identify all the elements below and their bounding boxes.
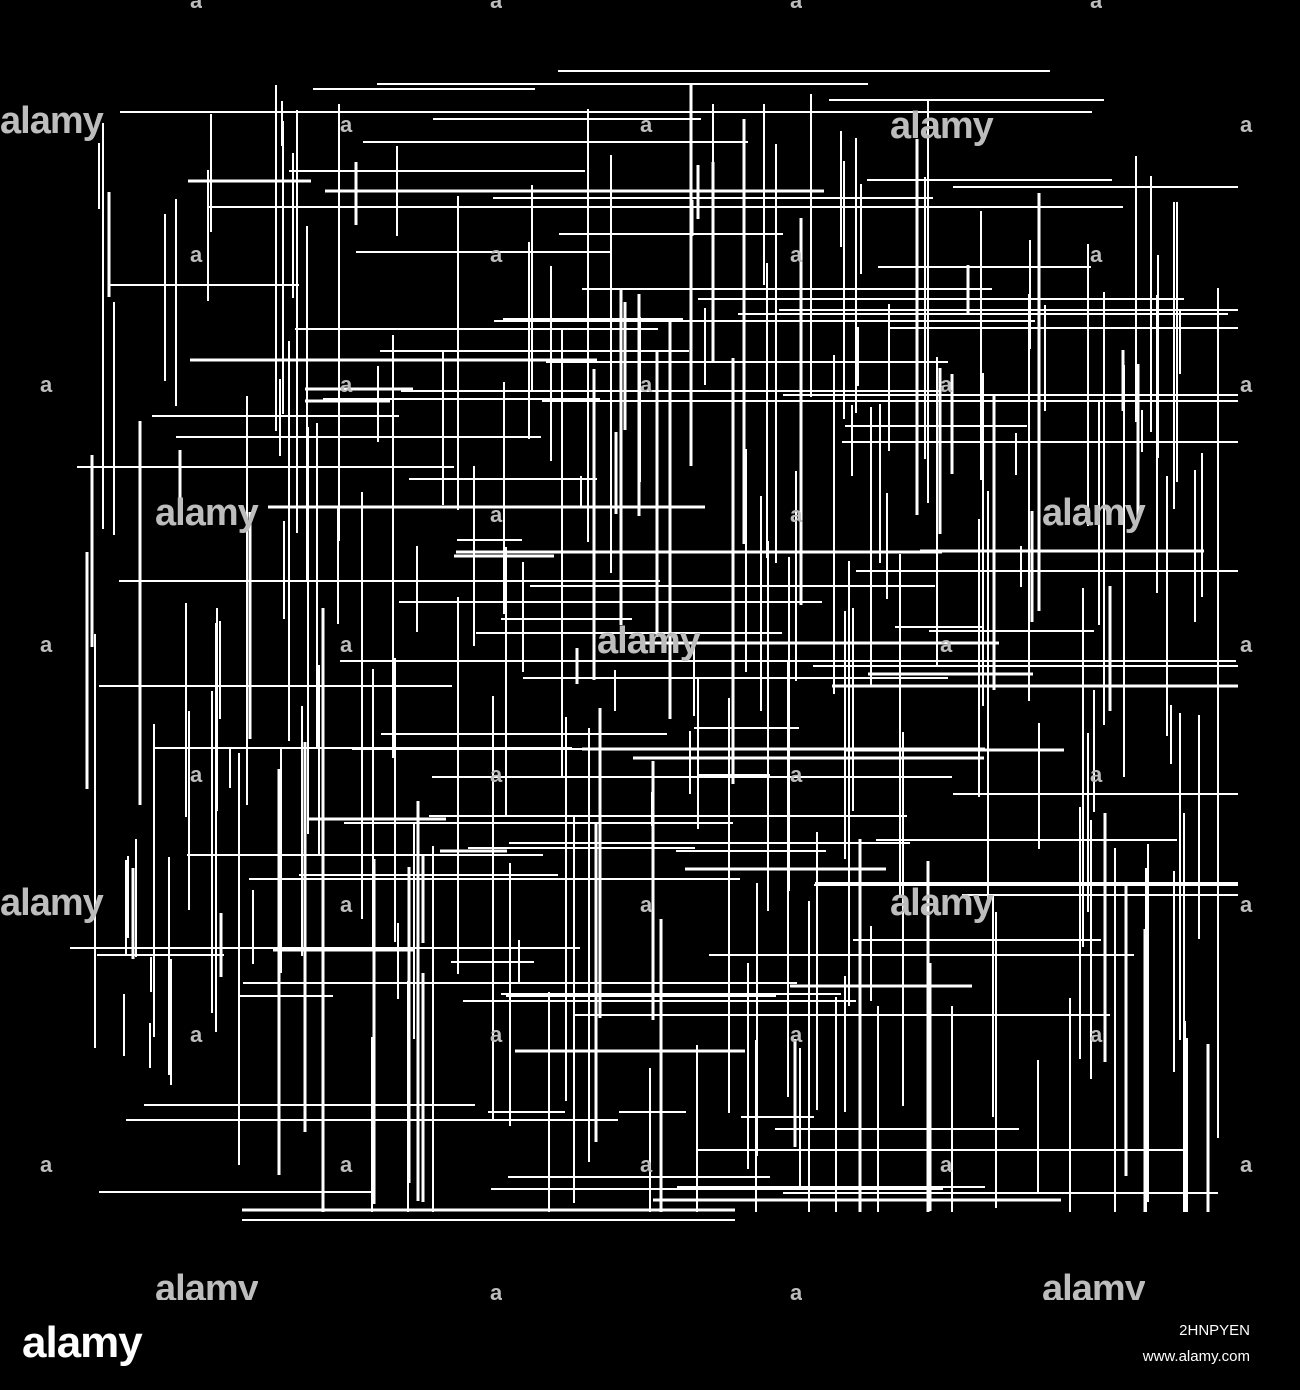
artwork: alamy alamy alamy alamy alamy alamy alam… [0, 0, 1253, 1300]
footer-bar: alamy 2HNPYEN www.alamy.com [0, 1300, 1300, 1390]
crossing-lines-graphic [70, 70, 1238, 1221]
site-url: www.alamy.com [1142, 1348, 1250, 1365]
image-id: 2HNPYEN [1179, 1322, 1250, 1339]
footer-logo: alamy [22, 1318, 143, 1367]
